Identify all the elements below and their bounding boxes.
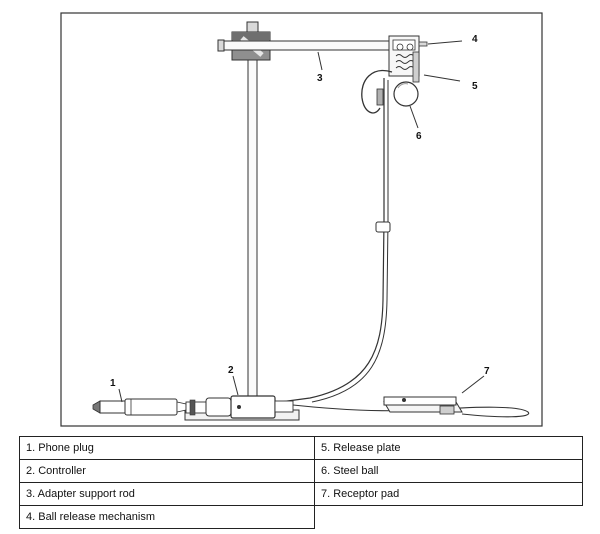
steel-ball bbox=[393, 81, 419, 107]
legend-cell: 5. Release plate bbox=[314, 436, 583, 460]
legend-cell-empty bbox=[315, 506, 583, 529]
callout-7: 7 bbox=[484, 366, 490, 377]
legend-row: 1. Phone plug 5. Release plate bbox=[19, 436, 583, 460]
legend-cell: 7. Receptor pad bbox=[314, 482, 583, 506]
phone-plug bbox=[92, 398, 187, 416]
callout-6: 6 bbox=[416, 131, 422, 142]
legend-cell: 1. Phone plug bbox=[19, 436, 315, 460]
pad-cable bbox=[292, 404, 530, 418]
release-plate bbox=[412, 51, 420, 83]
callout-3: 3 bbox=[317, 73, 323, 84]
legend-row: 2. Controller 6. Steel ball bbox=[19, 459, 583, 483]
legend-row: 3. Adapter support rod 7. Receptor pad bbox=[19, 482, 583, 506]
callout-leaders bbox=[118, 40, 485, 403]
legend-cell: 2. Controller bbox=[19, 459, 315, 483]
legend-cell: 6. Steel ball bbox=[314, 459, 583, 483]
stand-rod bbox=[247, 29, 258, 411]
callout-4: 4 bbox=[472, 34, 478, 45]
parts-legend: 1. Phone plug 5. Release plate 2. Contro… bbox=[19, 436, 583, 529]
legend-cell: 3. Adapter support rod bbox=[19, 482, 315, 506]
apparatus-diagram: 1 2 3 4 5 6 7 bbox=[60, 12, 543, 427]
cable-tie bbox=[375, 221, 391, 233]
release-cable-loop bbox=[361, 70, 393, 114]
legend-row: 4. Ball release mechanism bbox=[19, 505, 583, 529]
controller bbox=[185, 395, 294, 419]
receptor-cable bbox=[264, 78, 385, 405]
adapter-support-rod bbox=[218, 40, 392, 51]
callout-2: 2 bbox=[228, 365, 234, 376]
callout-5: 5 bbox=[472, 81, 478, 92]
callout-1: 1 bbox=[110, 378, 116, 389]
legend-cell: 4. Ball release mechanism bbox=[19, 505, 315, 529]
figure-frame bbox=[60, 12, 543, 427]
receptor-pad bbox=[383, 396, 463, 415]
